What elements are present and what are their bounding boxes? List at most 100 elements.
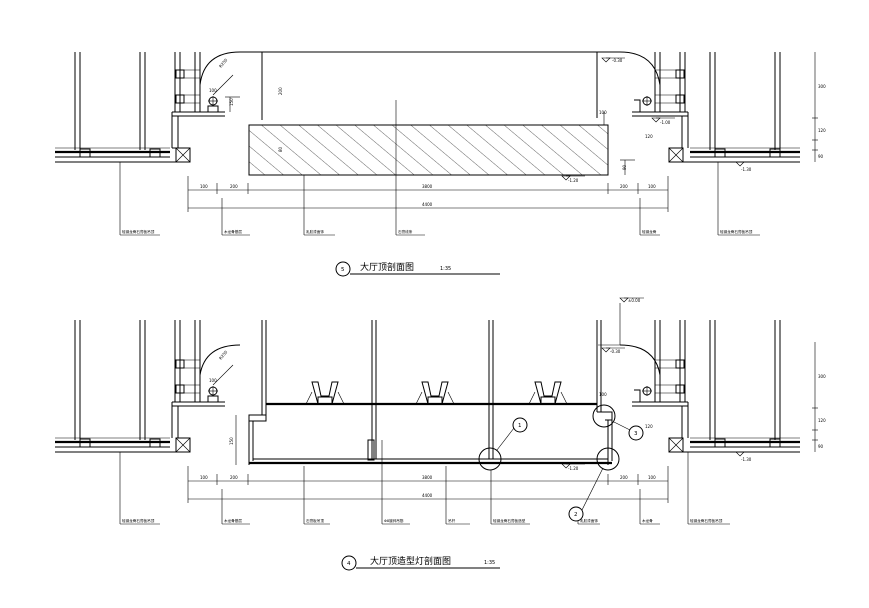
section-5-title-block: 5 大厅顶剖面图 1:35 bbox=[335, 261, 500, 277]
label-4-2: 木龙骨基层 bbox=[224, 518, 242, 523]
svg-text:100: 100 bbox=[648, 475, 656, 480]
left-wall-column bbox=[171, 52, 225, 149]
label-5-3: 乳胶漆面饰 bbox=[306, 229, 324, 234]
side-dim-90: 90 bbox=[818, 154, 824, 159]
left-wall-column-4 bbox=[171, 320, 225, 438]
dim-150-left: 150 bbox=[229, 98, 234, 106]
right-ceiling-assembly-4 bbox=[668, 320, 800, 453]
svg-text:100: 100 bbox=[209, 378, 217, 383]
svg-text:100: 100 bbox=[648, 184, 656, 189]
label-4-9: 轻钢龙骨石膏板吊顶 bbox=[690, 518, 723, 523]
label-4-3: 石膏板吊顶 bbox=[306, 518, 324, 523]
light-trough-profile bbox=[248, 303, 621, 465]
section-4-scale: 1:35 bbox=[484, 560, 495, 566]
lamp-fixture-1 bbox=[305, 381, 345, 405]
radius-label: R250 bbox=[218, 57, 229, 69]
label-4-7: 乳胶漆面饰 bbox=[580, 518, 598, 523]
section-5-number-circle bbox=[335, 261, 351, 277]
svg-text:-1.30: -1.30 bbox=[741, 167, 752, 172]
svg-text:150: 150 bbox=[229, 437, 234, 445]
section-4-title: 大厅顶造型灯剖面图 bbox=[370, 555, 451, 567]
side-dim-120: 120 bbox=[818, 128, 826, 133]
svg-text:3800: 3800 bbox=[422, 184, 433, 189]
label-5-1: 轻钢龙骨石膏板吊顶 bbox=[122, 229, 155, 234]
section-4-light-trough: 300 120 90 R250 100 150 100 120 ±0.00 -0… bbox=[55, 297, 826, 571]
radius-label-4: R250 bbox=[218, 349, 229, 361]
label-4-6: 轻钢龙骨石膏板造型 bbox=[493, 518, 526, 523]
svg-text:4: 4 bbox=[347, 561, 351, 567]
label-5-6: 轻钢龙骨石膏板吊顶 bbox=[720, 229, 753, 234]
section-4-title-block: 4 大厅顶造型灯剖面图 1:35 bbox=[341, 555, 500, 571]
dim-100-left: 100 bbox=[209, 88, 217, 93]
arc-cornice bbox=[199, 51, 661, 86]
svg-text:±0.00: ±0.00 bbox=[628, 298, 641, 303]
svg-text:300: 300 bbox=[818, 374, 826, 379]
dim-100-right: 100 bbox=[599, 110, 607, 115]
svg-text:120: 120 bbox=[818, 418, 826, 423]
right-wall-column bbox=[632, 52, 689, 148]
right-wall-column-4 bbox=[632, 320, 689, 438]
svg-text:90: 90 bbox=[818, 444, 824, 449]
label-5-4: 石膏线条 bbox=[398, 229, 413, 234]
label-5-5: 轻钢龙骨 bbox=[642, 229, 657, 234]
dim-chain-5: 100 200 3800 200 100 4400 bbox=[187, 176, 669, 212]
level-marks-5: -0.30 -1.00 -1.20 -1.30 bbox=[561, 57, 760, 183]
lamp-fixture-3 bbox=[528, 381, 568, 405]
callout-marker-2 bbox=[568, 506, 584, 522]
level-marks-4: ±0.00 -0.30 -1.20 -1.30 bbox=[561, 297, 760, 471]
svg-text:3800: 3800 bbox=[422, 475, 433, 480]
section-5-ceiling: 300 120 90 R250 100 150 200 80 100 120 9… bbox=[55, 51, 826, 277]
svg-text:100: 100 bbox=[599, 392, 607, 397]
section-5-title: 大厅顶剖面图 bbox=[360, 261, 414, 273]
svg-text:-1.20: -1.20 bbox=[568, 178, 579, 183]
svg-text:2: 2 bbox=[574, 512, 578, 518]
leaders-5: 轻钢龙骨石膏板吊顶 木龙骨基层 乳胶漆面饰 石膏线条 轻钢龙骨 轻钢龙骨石膏板吊… bbox=[119, 162, 760, 236]
detail-circle-3 bbox=[592, 404, 616, 428]
svg-text:3: 3 bbox=[634, 431, 638, 437]
svg-text:4400: 4400 bbox=[422, 493, 433, 498]
label-4-5: 吊杆 bbox=[448, 518, 456, 523]
dim-120-right: 120 bbox=[645, 134, 653, 139]
detail-callouts: 1 2 3 bbox=[478, 404, 644, 522]
arc-cornice-right-4 bbox=[619, 344, 661, 376]
svg-text:100: 100 bbox=[200, 184, 208, 189]
dim-80-mid: 80 bbox=[278, 146, 283, 152]
arc-cornice-left-4 bbox=[199, 344, 241, 376]
section-4-number-circle bbox=[341, 555, 357, 571]
dim-90-right: 90 bbox=[622, 164, 627, 170]
svg-text:-1.30: -1.30 bbox=[741, 457, 752, 462]
callout-marker-3 bbox=[628, 425, 644, 441]
label-4-4: Φ8镀锌吊筋 bbox=[384, 518, 404, 523]
svg-text:200: 200 bbox=[230, 475, 238, 480]
svg-text:4400: 4400 bbox=[422, 202, 433, 207]
section-5-scale: 1:35 bbox=[440, 266, 451, 272]
side-dim-300: 300 bbox=[818, 84, 826, 89]
svg-text:-1.00: -1.00 bbox=[660, 120, 671, 125]
lamp-fixture-2 bbox=[415, 381, 455, 405]
dim-200-mid: 200 bbox=[278, 87, 283, 95]
dim-chain-4: 100 200 3800 200 100 4400 bbox=[187, 466, 669, 503]
svg-text:-0.30: -0.30 bbox=[612, 58, 623, 63]
left-ceiling-assembly-4 bbox=[55, 320, 191, 453]
label-4-8: 木龙骨 bbox=[642, 518, 653, 523]
label-4-1: 轻钢龙骨石膏板吊顶 bbox=[122, 518, 155, 523]
svg-text:200: 200 bbox=[230, 184, 238, 189]
svg-text:200: 200 bbox=[620, 184, 628, 189]
leaders-4: 轻钢龙骨石膏板吊顶 木龙骨基层 石膏板吊顶 Φ8镀锌吊筋 吊杆 轻钢龙骨石膏板造… bbox=[119, 440, 730, 525]
detail-circle-2 bbox=[596, 447, 620, 471]
right-ceiling-assembly bbox=[668, 52, 800, 163]
left-ceiling-assembly bbox=[55, 52, 191, 163]
svg-text:5: 5 bbox=[341, 267, 345, 273]
label-5-2: 木龙骨基层 bbox=[224, 229, 242, 234]
svg-text:-1.20: -1.20 bbox=[568, 466, 579, 471]
callout-marker-1 bbox=[512, 417, 528, 433]
detail-circle-1 bbox=[478, 447, 502, 471]
svg-text:200: 200 bbox=[620, 475, 628, 480]
svg-text:1: 1 bbox=[518, 423, 522, 429]
svg-text:100: 100 bbox=[200, 475, 208, 480]
svg-text:-0.30: -0.30 bbox=[610, 349, 621, 354]
hatched-ceiling-panel bbox=[248, 124, 609, 176]
svg-text:120: 120 bbox=[645, 424, 653, 429]
